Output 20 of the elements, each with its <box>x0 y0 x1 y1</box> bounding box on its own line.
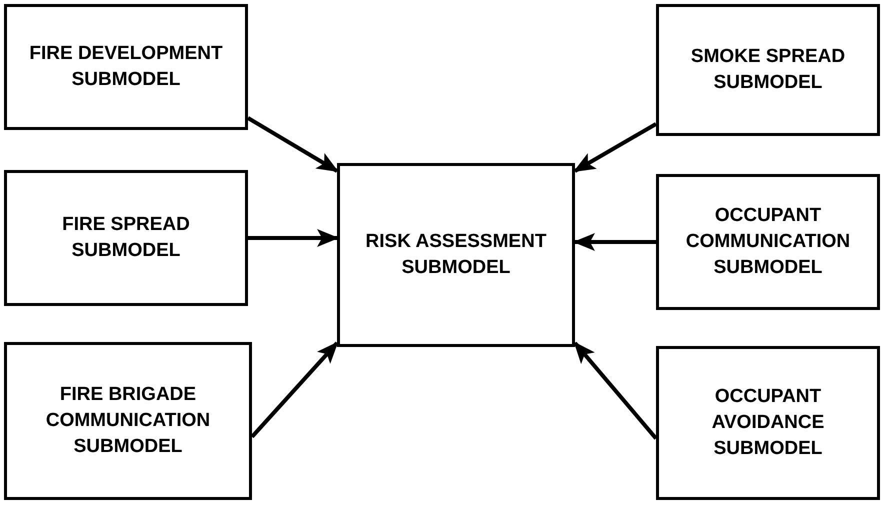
arrow <box>246 116 339 173</box>
box-label: FIRE DEVELOPMENT SUBMODEL <box>28 42 224 92</box>
arrow <box>573 233 656 251</box>
submodel-box <box>656 4 880 136</box>
submodel-box <box>656 174 880 310</box>
submodel-box <box>4 170 248 306</box>
box-label: FIRE SPREAD SUBMODEL <box>61 213 191 263</box>
box-label: RISK ASSESSMENT SUBMODEL <box>364 230 548 280</box>
submodel-box <box>337 163 575 347</box>
box-label: SMOKE SPREAD SUBMODEL <box>690 45 846 95</box>
box-label: OCCUPANT COMMUNICATION SUBMODEL <box>684 204 852 280</box>
arrow <box>248 229 339 247</box>
box-label: OCCUPANT AVOIDANCE SUBMODEL <box>710 385 826 461</box>
submodel-box <box>4 4 248 130</box>
submodel-box <box>656 346 880 500</box>
arrow <box>573 341 658 440</box>
arrow <box>250 342 338 438</box>
submodel-box <box>4 342 252 500</box>
arrow <box>573 122 657 173</box>
box-label: FIRE BRIGADE COMMUNICATION SUBMODEL <box>44 383 212 459</box>
